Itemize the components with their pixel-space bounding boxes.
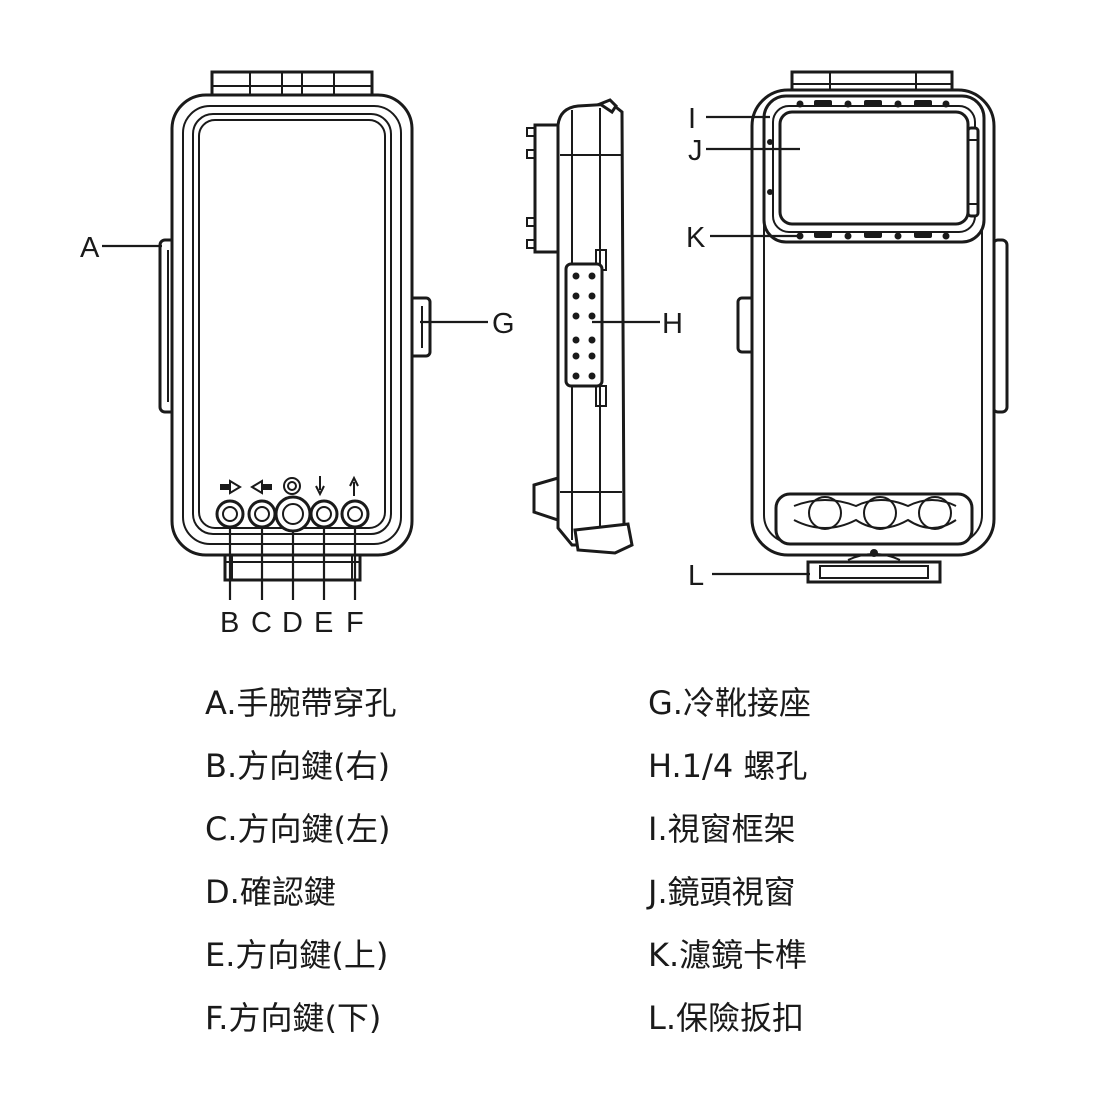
legend-item-h: H.1/4 螺孔 xyxy=(648,747,808,785)
legend-item-i: I.視窗框架 xyxy=(648,810,796,848)
button-left xyxy=(247,499,277,529)
lens-window xyxy=(778,110,970,226)
legend-item-l: L.保險扳扣 xyxy=(648,999,805,1037)
back-view xyxy=(706,70,1009,584)
legend-right: G.冷靴接座 H.1/4 螺孔 I.視窗框架 J.鏡頭視窗 K.濾鏡卡榫 L.保… xyxy=(648,682,811,1060)
callout-h: H xyxy=(662,308,683,340)
legend-item-g: G.冷靴接座 xyxy=(648,684,811,722)
legend-item-a: A.手腕帶穿孔 xyxy=(205,684,397,722)
safety-latch xyxy=(806,549,942,584)
left-arrow-icon xyxy=(250,479,272,495)
legend-left: A.手腕帶穿孔 B.方向鍵(右) C.方向鍵(左) D.確認鍵 E.方向鍵(上)… xyxy=(205,682,397,1060)
callout-g: G xyxy=(492,308,515,340)
callout-b: B xyxy=(220,607,239,639)
front-view xyxy=(102,70,488,600)
down-arrow-icon xyxy=(315,476,325,497)
side-view xyxy=(526,98,660,555)
callout-k: K xyxy=(686,222,706,254)
legend-item-b: B.方向鍵(右) xyxy=(205,747,391,785)
button-right xyxy=(215,499,245,529)
button-up xyxy=(309,499,339,529)
callout-d: D xyxy=(282,607,303,639)
button-confirm xyxy=(274,495,312,533)
callout-c: C xyxy=(251,607,272,639)
product-diagram: A B C D E F G H I J K L xyxy=(80,70,1009,639)
callout-i: I xyxy=(688,103,696,135)
legend-item-e: E.方向鍵(上) xyxy=(205,936,389,974)
legend-item-c: C.方向鍵(左) xyxy=(205,810,391,848)
legend-item-j: J.鏡頭視窗 xyxy=(648,873,796,911)
right-arrow-icon xyxy=(220,479,242,495)
callout-j: J xyxy=(688,135,703,167)
up-arrow-icon xyxy=(349,475,359,496)
callout-f: F xyxy=(346,607,364,639)
screw-hole-plate xyxy=(564,262,604,388)
circle-icon xyxy=(283,477,301,495)
legend-item-d: D.確認鍵 xyxy=(205,873,336,911)
callout-l: L xyxy=(688,560,704,592)
callout-e: E xyxy=(314,607,333,639)
legend-item-f: F.方向鍵(下) xyxy=(205,999,382,1037)
legend-item-k: K.濾鏡卡榫 xyxy=(648,936,808,974)
button-down xyxy=(340,499,370,529)
callout-a: A xyxy=(80,232,100,264)
